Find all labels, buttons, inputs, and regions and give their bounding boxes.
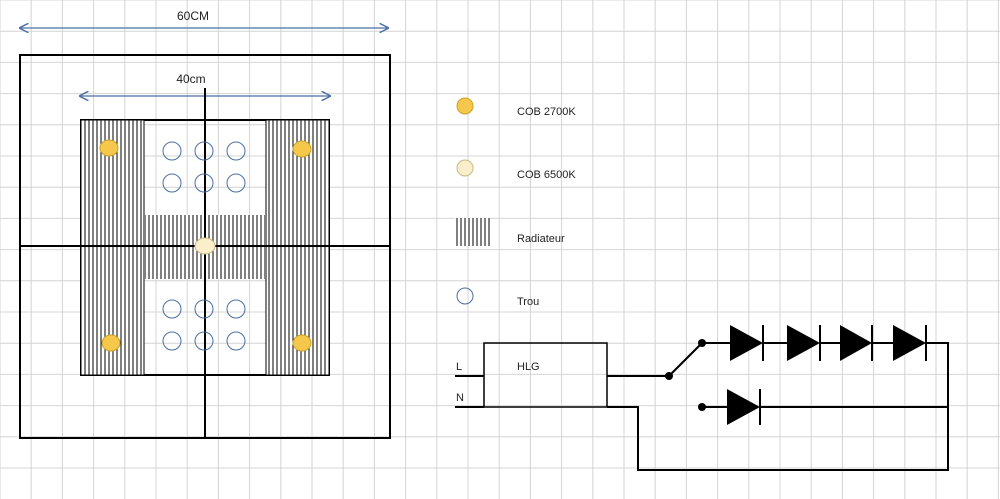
switch-contact-bottom [698,403,706,411]
diode-4 [893,325,927,361]
cob-warm-top-right [292,140,312,158]
legend-hole-label: Trou [517,296,539,308]
hlg-driver-box [483,342,608,408]
hole [226,141,246,161]
hole [194,141,214,161]
diode-string-cold [727,389,761,425]
cob-warm-swatch [456,97,474,115]
hole [226,173,246,193]
hlg-label: HLG [517,361,540,373]
dimension-inner-label: 40cm [176,72,205,86]
hole [162,331,182,351]
diode-2 [787,325,821,361]
dimension-60cm: 60CM [20,9,388,28]
legend-cob-cold-label: COB 6500K [517,169,576,181]
circuit [455,342,949,471]
hole [194,299,214,319]
switch-pivot [665,372,673,380]
hole [162,299,182,319]
legend-radiator-label: Radiateur [517,233,565,245]
panel [19,54,391,439]
wire-top-return [926,342,949,407]
line-label: L [456,361,462,373]
diode-string-warm [730,325,927,361]
cob-cold-swatch [456,159,474,177]
cob-warm-top-left [99,139,119,157]
legend-cob-warm-label: COB 2700K [517,106,576,118]
neutral-label: N [456,392,464,404]
radiator-right [265,119,330,376]
cob-warm-bottom-right [292,334,312,352]
diode-3 [840,325,873,361]
hole [194,173,214,193]
dimension-outer-label: 60CM [177,9,209,23]
hole [226,299,246,319]
hole [162,173,182,193]
switch-contact-top [698,339,706,347]
cob-warm-bottom-left [101,334,121,352]
hole [194,331,214,351]
legend-item-cob-cold: COB 6500K [456,159,576,181]
hole-swatch [456,287,474,305]
radiator-swatch [455,218,490,246]
legend: COB 2700K COB 6500K Radiateur Trou [455,97,576,308]
radiator-left [80,119,145,376]
legend-item-cob-warm: COB 2700K [456,97,576,118]
diode-5 [727,389,761,425]
holes-group [162,141,246,351]
hole [162,141,182,161]
cob-cold-center [194,237,216,255]
diode-1 [730,325,764,361]
hole [226,331,246,351]
switch-blade [668,342,703,377]
wire-driver-negative [607,406,949,471]
legend-item-radiator: Radiateur [455,218,565,246]
legend-item-hole: Trou [456,287,539,308]
